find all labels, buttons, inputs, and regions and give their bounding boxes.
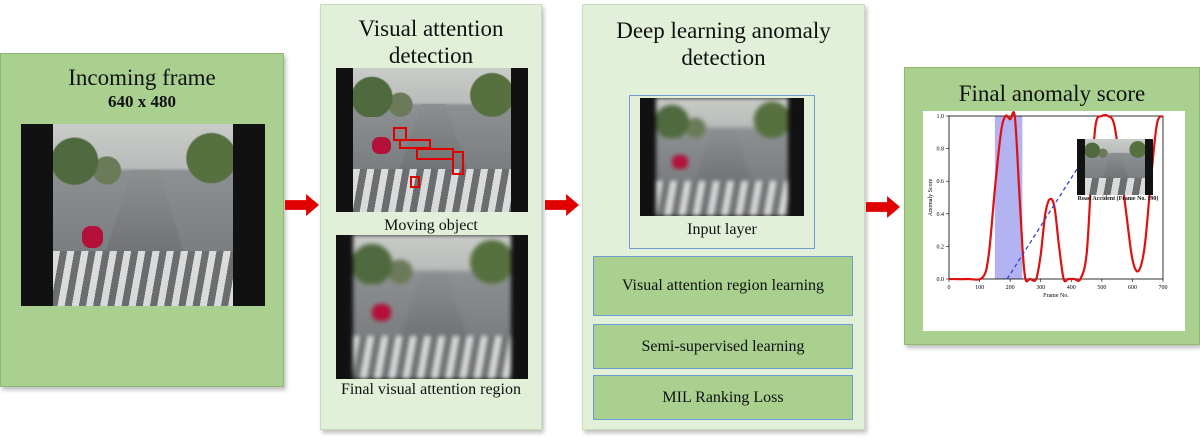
x-tick-label: 400 <box>1067 285 1076 291</box>
anomaly-score-line <box>948 111 1164 283</box>
x-tick-label: 600 <box>1128 285 1137 291</box>
flow-arrow-1 <box>285 194 319 216</box>
anomaly-score-chart-area: 0 100 200 300 400 500 600 700 0.0 0.2 0.4 0.6 0.8 1.0… <box>923 111 1185 331</box>
accident-pointer <box>1006 168 1078 280</box>
final-score-panel: Final anomaly score 0 100 200 300 400 500 600 7… <box>904 67 1200 345</box>
x-tick-label: 100 <box>975 285 984 291</box>
final-attention-region-caption: Final visual attention region <box>341 381 521 398</box>
x-axis-label: Frame No. <box>1043 293 1069 299</box>
incoming-frame-title: Incoming frame <box>68 65 216 90</box>
deep-learning-panel: Deep learning anomaly detection Input la… <box>582 4 865 430</box>
y-tick-label: 0.4 <box>937 212 945 218</box>
step-mil-ranking-loss: MIL Ranking Loss <box>593 375 853 420</box>
detection-box <box>410 176 420 188</box>
step-visual-attention-region-learning: Visual attention region learning <box>593 256 853 316</box>
detection-box <box>416 148 454 160</box>
x-tick-label: 500 <box>1097 285 1106 291</box>
anomaly-score-chart: 0 100 200 300 400 500 600 700 0.0 0.2 0.4 0.6 0.8 1.0… <box>928 111 1168 299</box>
x-tick-label: 0 <box>948 285 951 291</box>
visual-attention-title: Visual attention detection <box>358 16 504 68</box>
detection-box <box>399 139 431 149</box>
plot-frame <box>948 115 1164 280</box>
y-axis-label: Anomaly Score <box>928 178 934 216</box>
x-tick-label: 700 <box>1159 285 1168 291</box>
final-attention-region-image <box>336 235 528 379</box>
x-tick-label: 300 <box>1036 285 1045 291</box>
y-tick-label: 0.6 <box>937 179 945 185</box>
input-layer-image <box>640 98 804 216</box>
accident-inset-image <box>1077 139 1153 195</box>
y-tick-label: 1.0 <box>937 114 945 120</box>
y-tick-label: 0.0 <box>937 277 945 283</box>
x-tick-label: 200 <box>1006 285 1015 291</box>
flow-arrow-3 <box>866 196 900 218</box>
flow-arrow-2 <box>545 194 579 216</box>
detection-box <box>452 151 464 175</box>
incoming-frame-panel: Incoming frame 640 x 480 <box>0 53 284 387</box>
y-tick-label: 0.2 <box>937 244 945 250</box>
deep-learning-title: Deep learning anomaly detection <box>616 18 831 70</box>
step-semi-supervised-learning: Semi-supervised learning <box>593 324 853 369</box>
visual-attention-panel: Visual attention detection Moving object… <box>320 4 542 430</box>
y-tick-label: 0.8 <box>937 147 945 153</box>
moving-object-image <box>336 68 528 212</box>
final-score-title: Final anomaly score <box>958 81 1146 106</box>
input-layer-caption: Input layer <box>687 221 757 238</box>
input-layer-box: Input layer <box>629 95 815 249</box>
accident-annotation: Road Accident (Frame No. 190) <box>1077 196 1159 202</box>
moving-object-caption: Moving object <box>384 217 478 234</box>
incoming-frame-size: 640 x 480 <box>108 92 176 111</box>
incoming-frame-image <box>21 124 265 306</box>
